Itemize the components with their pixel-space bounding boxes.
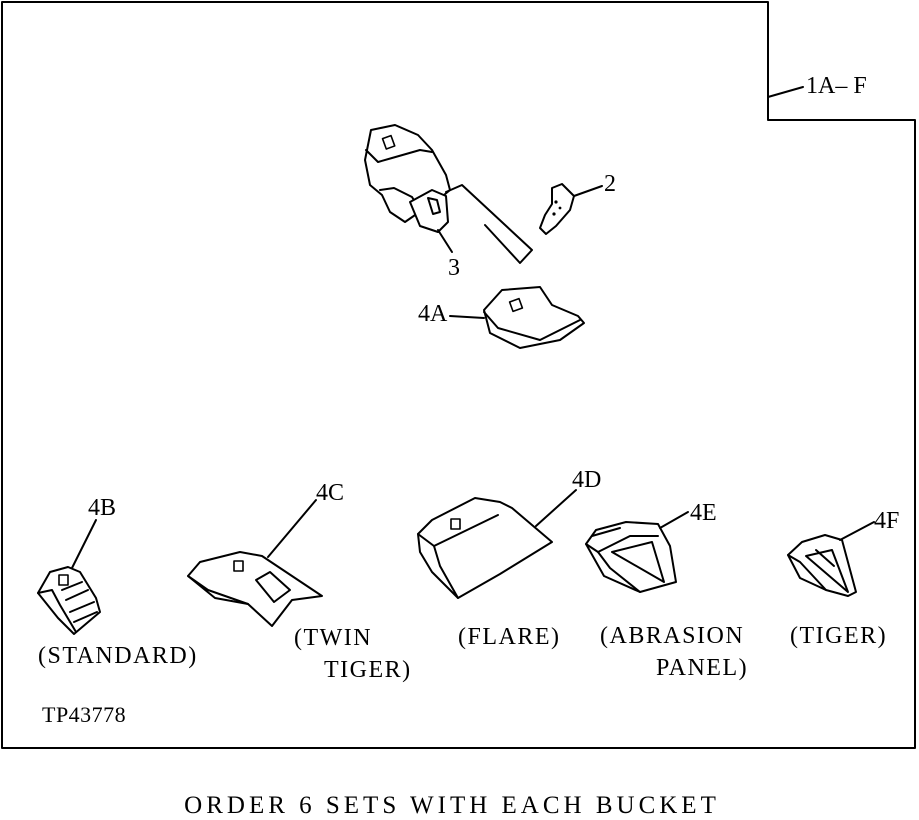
leader-tip-4b — [71, 519, 97, 569]
reference-number: TP43778 — [42, 702, 126, 727]
leader-tip-4e — [659, 511, 689, 529]
assembly-connector — [445, 184, 533, 264]
callout-tip-4f: 4F — [874, 508, 899, 534]
caption-abrasion-panel-2: PANEL) — [656, 655, 748, 681]
order-note: ORDER 6 SETS WITH EACH BUCKET — [184, 792, 720, 819]
caption-tiger: (TIGER) — [790, 623, 887, 649]
caption-standard: (STANDARD) — [38, 643, 198, 669]
caption-twin-tiger-1: (TWIN — [294, 625, 372, 651]
callout-tip-4b: 4B — [88, 495, 116, 521]
leader-tip-4f — [839, 521, 875, 541]
leader-tip-4d — [535, 489, 577, 527]
adapter-part — [364, 124, 451, 233]
callout-tip-4a: 4A — [418, 301, 448, 327]
leader-assembly — [767, 86, 804, 98]
callout-adapter: 3 — [448, 255, 460, 281]
caption-twin-tiger-2: TIGER) — [324, 657, 412, 683]
tip-4f-part — [787, 534, 857, 597]
tip-4e-part — [585, 521, 677, 593]
tip-4a-part — [483, 286, 585, 349]
leader-tip-4a — [449, 315, 485, 319]
leader-adapter — [437, 229, 453, 253]
caption-flare: (FLARE) — [458, 624, 561, 650]
leader-lock — [573, 185, 603, 197]
caption-abrasion-panel-1: (ABRASION — [600, 623, 744, 649]
tip-4d-part — [417, 497, 553, 599]
tip-4b-part — [37, 566, 101, 635]
tip-4c-part — [187, 551, 323, 627]
diagram-frame — [1, 1, 916, 749]
callout-tip-4e: 4E — [690, 500, 717, 526]
callout-tip-4d: 4D — [572, 467, 601, 493]
lock-part — [539, 183, 575, 235]
leader-tip-4c — [267, 499, 317, 558]
callout-tip-4c: 4C — [316, 480, 344, 506]
callout-lock: 2 — [604, 171, 616, 197]
callout-assembly: 1A– F — [806, 73, 867, 99]
